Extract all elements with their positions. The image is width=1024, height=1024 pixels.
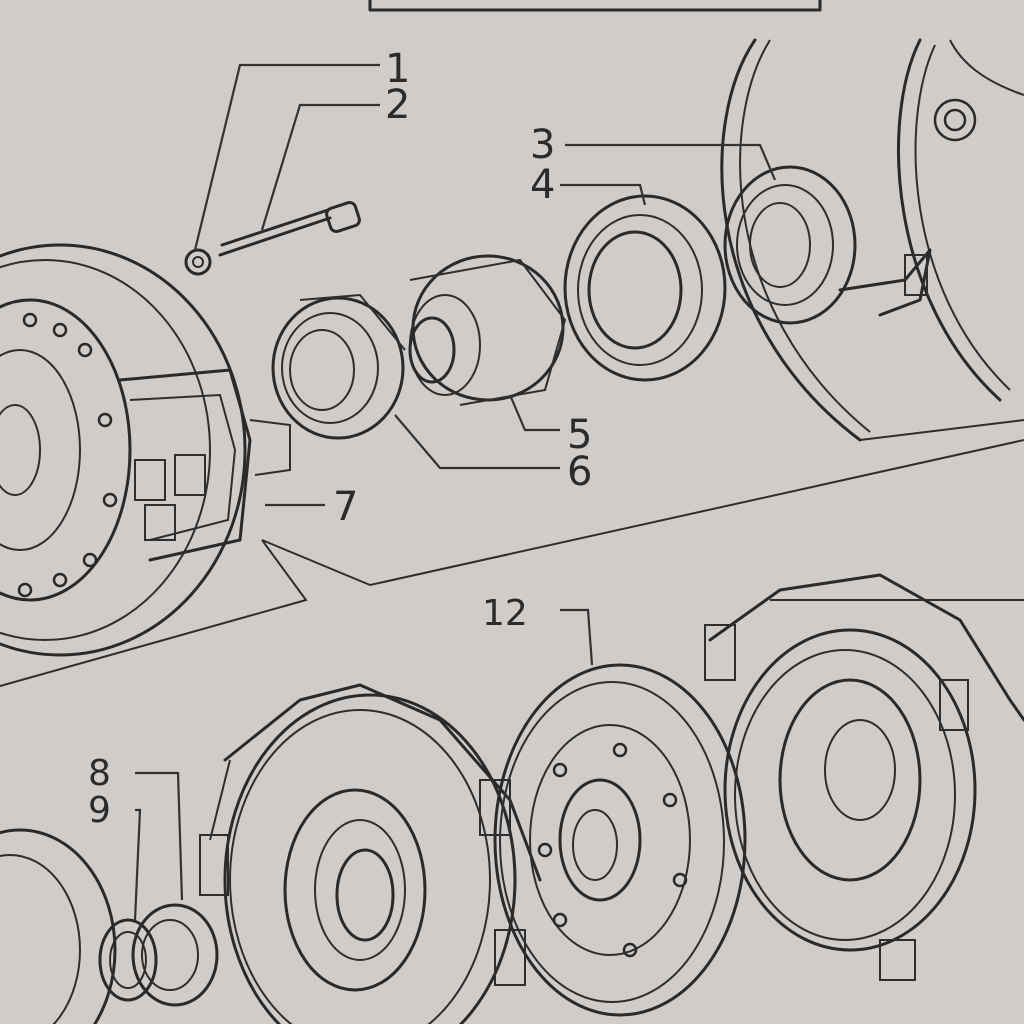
callout-2: 2 bbox=[385, 82, 410, 128]
callout-3: 3 bbox=[530, 122, 555, 168]
pressure-plate-middle bbox=[199, 683, 542, 1024]
callout-5: 5 bbox=[567, 412, 592, 458]
seal-ring-part bbox=[563, 194, 727, 382]
pilot-bearing-part bbox=[98, 903, 219, 1007]
leader-lines bbox=[133, 63, 777, 921]
callout-4: 4 bbox=[530, 162, 555, 208]
inset-panel-outline bbox=[0, 439, 1024, 687]
callout-12: 12 bbox=[482, 593, 528, 634]
nut-part bbox=[184, 248, 212, 276]
bellhousing bbox=[720, 38, 1024, 442]
release-bearing-part bbox=[723, 165, 932, 325]
clutch-assembly-housing bbox=[0, 243, 291, 657]
bearing-ring-part bbox=[271, 293, 406, 440]
callout-8: 8 bbox=[88, 753, 111, 794]
top-frame-box bbox=[368, 0, 822, 12]
flywheel-partial bbox=[0, 828, 117, 1024]
callout-9: 9 bbox=[88, 790, 111, 831]
callout-1: 1 bbox=[385, 46, 410, 92]
bolt-part bbox=[218, 201, 361, 257]
callout-7: 7 bbox=[333, 484, 358, 530]
sleeve-part bbox=[408, 254, 567, 406]
clutch-disc-part bbox=[493, 663, 747, 1017]
callout-6: 6 bbox=[567, 449, 592, 495]
pressure-plate-right bbox=[704, 573, 1024, 981]
